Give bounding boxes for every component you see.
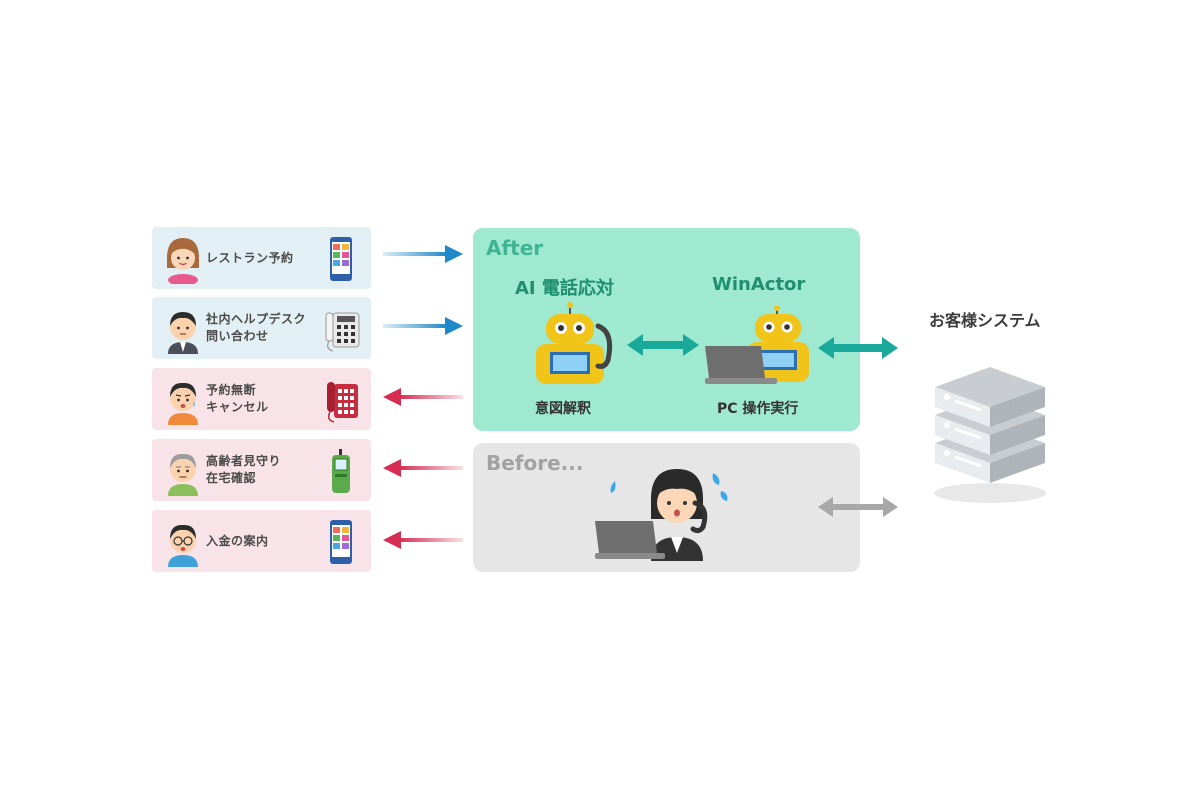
teal-bidirectional-arrow: [627, 334, 699, 356]
winactor-caption: PC 操作実行: [717, 401, 799, 417]
case-label: レストラン予約: [206, 250, 294, 265]
worried-man-avatar: [168, 382, 198, 425]
case-label: 予約無断 キャンセル: [206, 383, 269, 414]
office-phone-icon: [325, 312, 360, 352]
customer-system-label: お客様システム: [929, 311, 1041, 330]
outbound-arrow: [383, 459, 463, 477]
businessman-avatar: [168, 312, 198, 354]
teal-bidirectional-arrow: [818, 337, 898, 359]
smartphone-icon: [330, 237, 352, 281]
after-title: After: [486, 236, 544, 260]
before-title: Before...: [486, 451, 584, 475]
red-telephone-icon: [327, 382, 358, 423]
operator-woman-laptop-icon: [595, 469, 728, 561]
case-no-show-cancellation: 予約無断 キャンセル: [152, 368, 371, 430]
winactor-robot-laptop-icon: [705, 306, 809, 384]
smartphone-icon: [330, 520, 352, 564]
case-label: 高齢者見守り 在宅確認: [206, 454, 282, 485]
winactor-heading: WinActor: [712, 274, 806, 295]
flip-phone-icon: [332, 449, 350, 493]
server-icon: [934, 367, 1046, 503]
case-elderly-watch: 高齢者見守り 在宅確認: [152, 439, 371, 501]
elderly-man-avatar: [168, 453, 198, 496]
outbound-arrow: [383, 531, 463, 549]
inbound-arrow: [383, 317, 463, 335]
case-label: 入金の案内: [206, 533, 269, 548]
after-panel: After AI 電話応対 WinActor 意図解釈 PC 操作実行: [473, 228, 860, 431]
gray-bidirectional-arrow: [818, 497, 898, 517]
outbound-arrow: [383, 388, 463, 406]
case-restaurant-reservation: レストラン予約: [152, 227, 371, 289]
ai-caption: 意図解釈: [535, 401, 591, 417]
case-payment-notice: 入金の案内: [152, 510, 371, 572]
before-panel: Before...: [473, 443, 860, 572]
ai-heading: AI 電話応対: [515, 278, 614, 299]
case-internal-helpdesk: 社内ヘルプデスク 問い合わせ: [152, 297, 371, 359]
inbound-arrow: [383, 245, 463, 263]
glasses-man-avatar: [168, 524, 198, 567]
case-label: 社内ヘルプデスク 問い合わせ: [206, 312, 307, 343]
ai-robot-phone-icon: [536, 302, 613, 384]
woman-avatar: [167, 238, 199, 284]
